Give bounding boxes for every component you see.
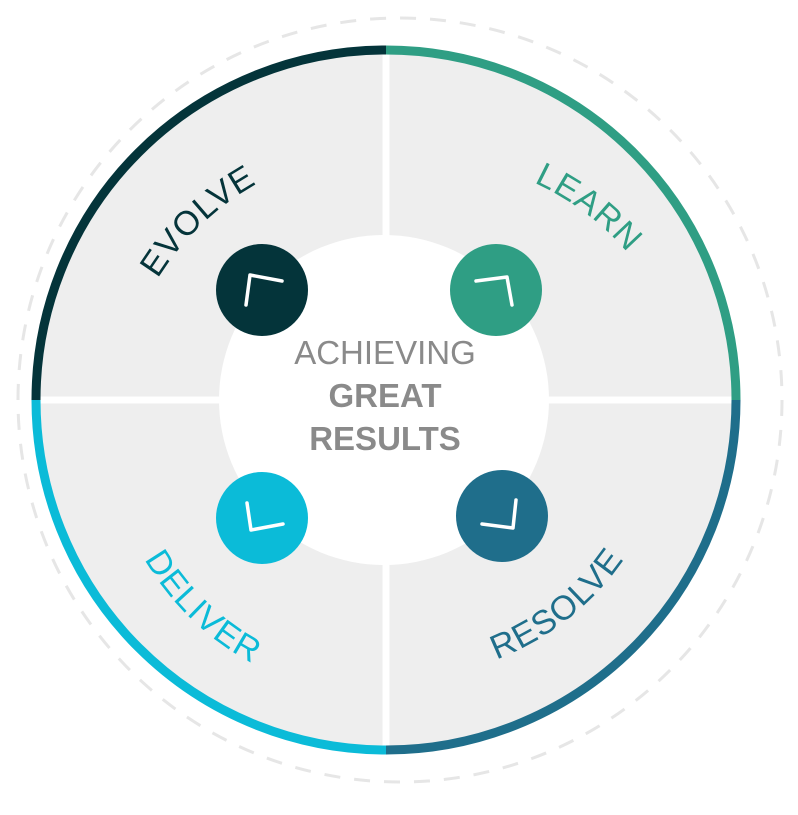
outer-dashed-ring [16,16,784,784]
resolve-icon-button [456,470,548,562]
center-title-line3: RESULTS [309,420,461,457]
corner-arrow-bottom-left-icon [245,501,285,532]
resolve-ring-arc [385,399,741,755]
learn-ring-arc [385,45,741,401]
learn-icon-button [450,244,542,336]
center-title-line2: GREAT [328,377,441,414]
evolve-icon-button [216,244,308,336]
deliver-ring-arc [31,399,387,755]
corner-arrow-top-left-icon [244,273,284,307]
corner-arrow-top-right-icon [474,275,514,307]
corner-arrow-bottom-right-icon [480,498,518,530]
deliver-icon-button [216,472,308,564]
center-title-line1: ACHIEVING [294,334,476,371]
evolve-ring-arc [31,45,387,401]
